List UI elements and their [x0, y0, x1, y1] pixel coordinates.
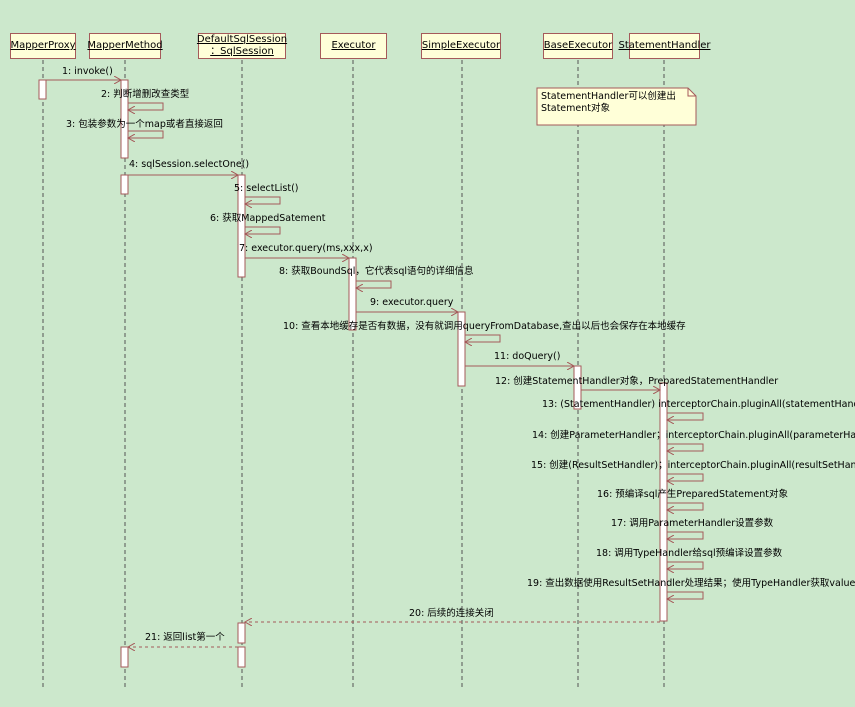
msg-10-label: 10: 查看本地缓存是否有数据，没有就调用queryFromDatabase,查…: [283, 320, 686, 332]
note-line-1: StatementHandler可以创建出: [541, 90, 676, 102]
msg-16-label: 16: 预编译sql产生PreparedStatement对象: [597, 488, 788, 500]
msg-2-arrow: [128, 102, 164, 110]
msg-17-label: 17: 调用ParameterHandler设置参数: [611, 517, 774, 529]
msg-6-arrow: [245, 226, 281, 234]
activation-statementhandler-1: [659, 382, 668, 622]
msg-6-label: 6: 获取MappedSatement: [210, 213, 326, 224]
lifeline-head-statementhandler: StatementHandler: [619, 33, 711, 59]
msg-13-arrow: [667, 412, 704, 420]
msg-21-label: 21: 返回list第一个: [145, 631, 225, 643]
msg-15-arrow: [667, 473, 704, 481]
activation-executor-1: [348, 257, 357, 331]
msg-13-label: 13: (StatementHandler) interceptorChain.…: [542, 399, 855, 410]
msg-5-label: 5: selectList(): [234, 183, 299, 194]
activation-defaultsqlsession-3: [237, 646, 246, 668]
lifeline-head-defaultsqlsession: DefaultSqlSession ：SqlSession: [196, 33, 288, 59]
activation-defaultsqlsession-1: [237, 174, 246, 278]
msg-7-label: 7: executor.query(ms,xxx,x): [239, 243, 373, 254]
msg-1-label: 1: invoke(): [62, 66, 113, 77]
msg-18-arrow: [667, 561, 704, 569]
msg-17-arrow: [667, 531, 704, 539]
msg-5-arrow: [245, 196, 281, 204]
msg-10-arrow: [465, 334, 501, 342]
msg-19-label: 19: 查出数据使用ResultSetHandler处理结果；使用TypeHan…: [527, 577, 855, 589]
msg-9-label: 9: executor.query: [370, 297, 454, 308]
lifeline-head-mappermethod: MapperMethod: [87, 33, 163, 59]
activation-defaultsqlsession-2: [237, 622, 246, 644]
lifeline-head-executor: Executor: [320, 33, 387, 59]
activation-mappermethod-1: [120, 79, 129, 159]
msg-14-label: 14: 创建ParameterHandler；interceptorChain.…: [532, 429, 855, 441]
msg-20-label: 20: 后续的连接关闭: [409, 607, 494, 619]
activation-mappermethod-3: [120, 646, 129, 668]
activation-baseexecutor-1: [573, 365, 582, 410]
msg-12-label: 12: 创建StatementHandler对象，PreparedStateme…: [495, 375, 778, 387]
msg-18-label: 18: 调用TypeHandler给sql预编译设置参数: [596, 547, 783, 559]
msg-11-label: 11: doQuery(): [494, 351, 560, 362]
msg-8-arrow: [356, 280, 392, 288]
msg-4-label: 4: sqlSession.selectOne(): [129, 159, 249, 170]
activation-simpleexecutor-1: [457, 311, 466, 387]
msg-19-arrow: [667, 591, 704, 599]
msg-2-label: 2: 判断增删改查类型: [101, 88, 190, 100]
activation-mappermethod-2: [120, 174, 129, 195]
note: StatementHandler可以创建出 Statement对象: [536, 87, 697, 126]
msg-14-arrow: [667, 443, 704, 451]
msg-3-arrow: [128, 130, 164, 138]
msg-8-label: 8: 获取BoundSql，它代表sql语句的详细信息: [279, 265, 474, 277]
note-line-2: Statement对象: [541, 102, 610, 114]
lifeline-head-simpleexecutor: SimpleExecutor: [421, 33, 501, 59]
msg-15-label: 15: 创建(ResultSetHandler)；interceptorChai…: [531, 459, 855, 471]
activation-mapperproxy-1: [38, 79, 47, 100]
msg-16-arrow: [667, 502, 704, 510]
lifeline-head-mapperproxy: MapperProxy: [10, 33, 76, 59]
lifeline-head-baseexecutor: BaseExecutor: [543, 33, 613, 59]
msg-3-label: 3: 包装参数为一个map或者直接返回: [66, 118, 223, 130]
